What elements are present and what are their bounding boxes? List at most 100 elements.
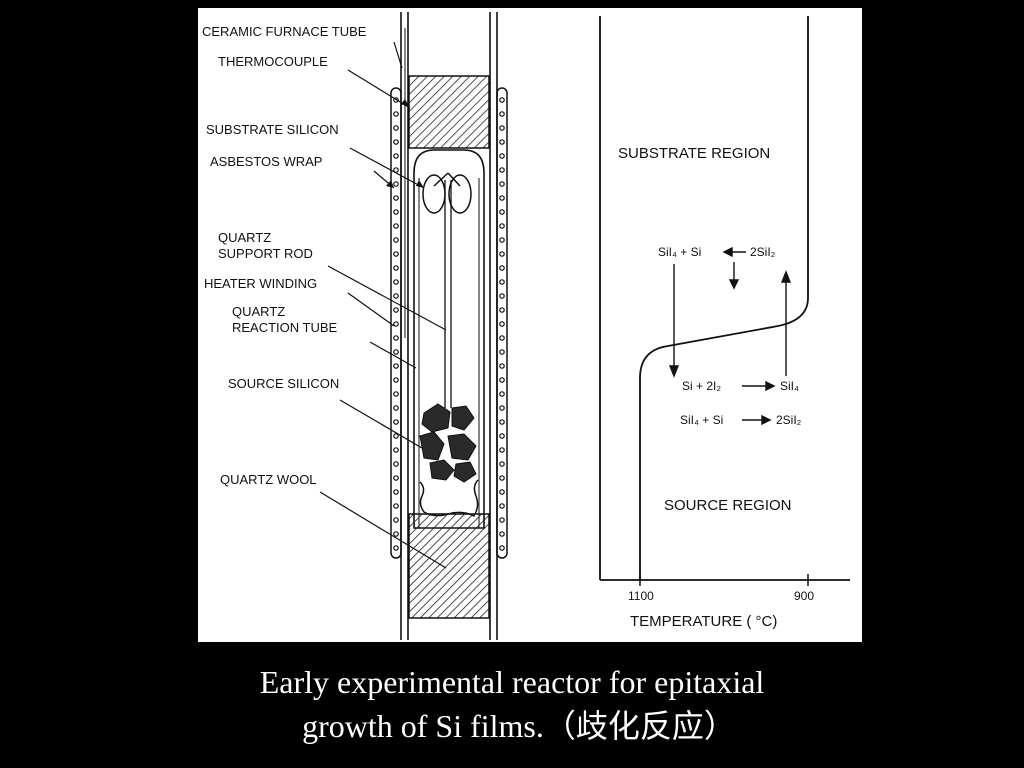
heater-winding-dot bbox=[499, 377, 505, 383]
caption-line-2: growth of Si films.（歧化反应） bbox=[302, 708, 736, 744]
heater-winding-dot bbox=[499, 307, 505, 313]
heater-winding-dot bbox=[499, 223, 505, 229]
quartz-reaction-tube bbox=[413, 149, 485, 529]
label-asbestos-wrap: ASBESTOS WRAP bbox=[210, 154, 322, 169]
heater-winding-dot bbox=[393, 475, 399, 481]
tick-label-1100: 1100 bbox=[628, 589, 654, 603]
heater-winding-dot bbox=[393, 181, 399, 187]
heater-winding-dots bbox=[393, 97, 505, 551]
tick-label-900: 900 bbox=[794, 589, 814, 603]
heater-winding-dot bbox=[393, 391, 399, 397]
heater-winding-dot bbox=[499, 279, 505, 285]
heater-winding-dot bbox=[499, 111, 505, 117]
heater-winding-dot bbox=[393, 321, 399, 327]
figure-panel: CERAMIC FURNACE TUBE THERMOCOUPLE SUBSTR… bbox=[198, 8, 862, 642]
top-plug bbox=[408, 75, 490, 149]
temperature-curve bbox=[639, 16, 809, 580]
reaction-lower-left: SiI₄ + Si bbox=[680, 413, 723, 427]
heater-winding-dot bbox=[499, 349, 505, 355]
heater-winding-dot bbox=[393, 405, 399, 411]
heater-winding-dot bbox=[393, 293, 399, 299]
arrow-upper-left-head bbox=[722, 246, 733, 258]
slide-caption: Early experimental reactor for epitaxial… bbox=[0, 660, 1024, 748]
label-quartz-reaction-tube-2: REACTION TUBE bbox=[232, 320, 338, 335]
heater-winding-dot bbox=[393, 461, 399, 467]
label-substrate-silicon: SUBSTRATE SILICON bbox=[206, 122, 339, 137]
leader-lines bbox=[319, 41, 447, 569]
heater-winding-dot bbox=[393, 531, 399, 537]
label-quartz-reaction-tube-1: QUARTZ bbox=[232, 304, 285, 319]
label-heater-winding: HEATER WINDING bbox=[204, 276, 317, 291]
heater-winding-dot bbox=[393, 223, 399, 229]
arrow-long-down-head bbox=[668, 365, 680, 378]
substrate-wafer-left bbox=[422, 174, 446, 214]
label-quartz-support-rod-2: SUPPORT ROD bbox=[218, 246, 313, 261]
label-source-region: SOURCE REGION bbox=[664, 497, 792, 514]
reaction-upper-left: SiI₄ + Si bbox=[658, 245, 701, 259]
heater-winding-dot bbox=[393, 419, 399, 425]
reactor-schematic: CERAMIC FURNACE TUBE THERMOCOUPLE SUBSTR… bbox=[202, 12, 508, 640]
reaction-middle-right: SiI₄ bbox=[780, 379, 799, 393]
heater-winding-dot bbox=[499, 251, 505, 257]
heater-winding-dot bbox=[499, 209, 505, 215]
arrow-long-up-head bbox=[780, 270, 792, 283]
heater-winding-dot bbox=[393, 349, 399, 355]
heater-winding-dot bbox=[499, 545, 505, 551]
heater-winding-dot bbox=[393, 237, 399, 243]
arrow-down-small-head bbox=[728, 279, 740, 290]
heater-winding-dot bbox=[393, 97, 399, 103]
heater-winding-dot bbox=[393, 195, 399, 201]
reaction-lower-right: 2SiI₂ bbox=[776, 413, 802, 427]
heater-winding-dot bbox=[499, 97, 505, 103]
heater-winding-dot bbox=[393, 125, 399, 131]
heater-winding-dot bbox=[499, 181, 505, 187]
heater-winding-dot bbox=[393, 209, 399, 215]
leader-arrowheads bbox=[386, 99, 424, 188]
heater-winding-dot bbox=[499, 153, 505, 159]
heater-winding-dot bbox=[393, 111, 399, 117]
heater-winding-dot bbox=[393, 363, 399, 369]
heater-winding-dot bbox=[393, 517, 399, 523]
heater-winding-dot bbox=[499, 265, 505, 271]
heater-winding-dot bbox=[499, 405, 505, 411]
heater-winding-dot bbox=[499, 335, 505, 341]
heater-winding-dot bbox=[499, 167, 505, 173]
reactor-diagram: CERAMIC FURNACE TUBE THERMOCOUPLE SUBSTR… bbox=[202, 12, 850, 640]
heater-winding-dot bbox=[393, 139, 399, 145]
caption-line-1: Early experimental reactor for epitaxial bbox=[259, 664, 765, 700]
heater-winding-dot bbox=[499, 195, 505, 201]
heater-winding-dot bbox=[393, 307, 399, 313]
arrow-lower-right-head bbox=[761, 414, 772, 426]
source-silicon-chunks bbox=[419, 403, 477, 483]
heater-winding-dot bbox=[499, 363, 505, 369]
heater-winding-dot bbox=[393, 251, 399, 257]
label-ceramic-furnace-tube: CERAMIC FURNACE TUBE bbox=[202, 24, 367, 39]
heater-winding-dot bbox=[393, 153, 399, 159]
substrate-holder bbox=[433, 172, 461, 187]
bottom-plug bbox=[408, 513, 490, 619]
heater-winding-dot bbox=[393, 503, 399, 509]
x-axis-label: TEMPERATURE ( °C) bbox=[630, 613, 777, 630]
heater-winding-dot bbox=[393, 447, 399, 453]
arrow-middle-right-head bbox=[765, 380, 776, 392]
label-quartz-wool: QUARTZ WOOL bbox=[220, 472, 317, 487]
heater-winding-dot bbox=[499, 475, 505, 481]
reaction-upper-right: 2SiI₂ bbox=[750, 245, 776, 259]
quartz-wool-top bbox=[419, 479, 479, 517]
heater-winding-dot bbox=[393, 489, 399, 495]
substrate-wafer-right bbox=[448, 174, 472, 214]
heater-winding-dot bbox=[499, 503, 505, 509]
heater-winding-dot bbox=[499, 125, 505, 131]
heater-winding-dot bbox=[393, 377, 399, 383]
heater-winding-dot bbox=[393, 335, 399, 341]
heater-winding-dot bbox=[393, 433, 399, 439]
heater-winding-dot bbox=[393, 265, 399, 271]
reaction-middle-left: Si + 2I₂ bbox=[682, 379, 721, 393]
label-quartz-support-rod-1: QUARTZ bbox=[218, 230, 271, 245]
heater-winding-dot bbox=[499, 461, 505, 467]
heater-winding-dot bbox=[499, 517, 505, 523]
heater-winding-dot bbox=[499, 293, 505, 299]
heater-winding-dot bbox=[499, 433, 505, 439]
heater-winding-dot bbox=[499, 531, 505, 537]
reaction-arrows bbox=[668, 246, 792, 426]
